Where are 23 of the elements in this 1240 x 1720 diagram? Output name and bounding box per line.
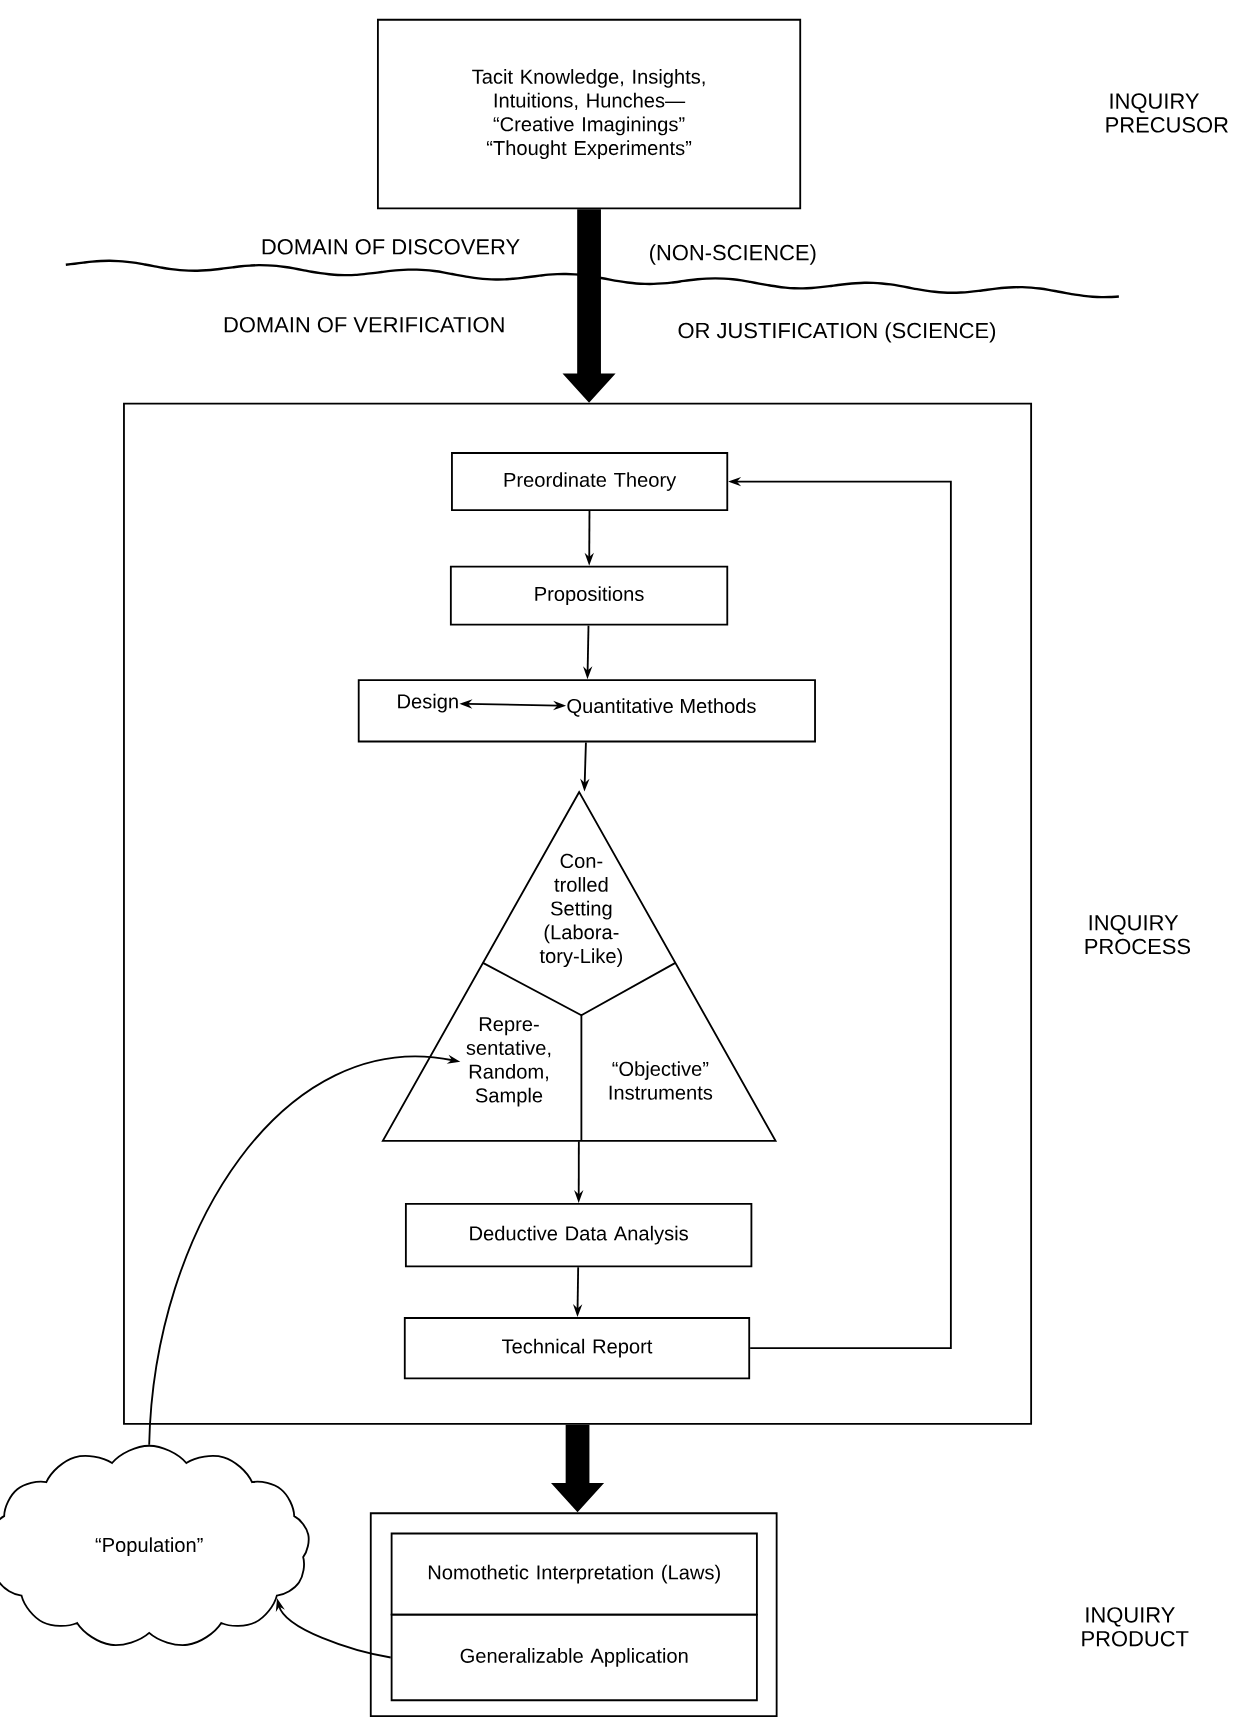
triangle-text: Con- trolled Setting (Labora- tory-Like): [540, 853, 623, 968]
population-cloud: “Population”: [0, 1444, 310, 1646]
domain-label: OR JUSTIFICATION (SCIENCE): [678, 322, 996, 343]
triangle-text: Repre- sentative, Random, Sample: [466, 1017, 551, 1107]
process-box: Preordinate Theory: [451, 452, 729, 511]
section-label: INQUIRY PRECUSOR: [1106, 93, 1229, 133]
idea-box: Tacit Knowledge, Insights, Intuitions, Hunches— “Creative Imaginings” “Thought Experiments”: [377, 18, 802, 210]
process-frame: [123, 402, 1033, 1425]
process-box: Propositions: [450, 565, 729, 626]
method-text: Design: [398, 693, 458, 713]
process-box: Deductive Data Analysis: [405, 1203, 753, 1268]
domain-label: (NON-SCIENCE): [650, 244, 816, 265]
domain-label: DOMAIN OF DISCOVERY: [262, 239, 520, 255]
process-box: Technical Report: [404, 1317, 751, 1380]
method-box: [358, 679, 817, 743]
method-text: Quantitative Methods: [567, 698, 756, 717]
section-label: INQUIRY PROCESS: [1085, 914, 1191, 955]
product-row: Generalizable Application: [390, 1613, 759, 1702]
product-box: [370, 1512, 778, 1718]
product-row: Nomothetic Interpretation (Laws): [390, 1532, 759, 1616]
domain-label: DOMAIN OF VERIFICATION: [225, 316, 504, 333]
section-label: INQUIRY PRODUCT: [1082, 1607, 1189, 1647]
triangle-text: “Objective” Instruments: [609, 1061, 713, 1100]
